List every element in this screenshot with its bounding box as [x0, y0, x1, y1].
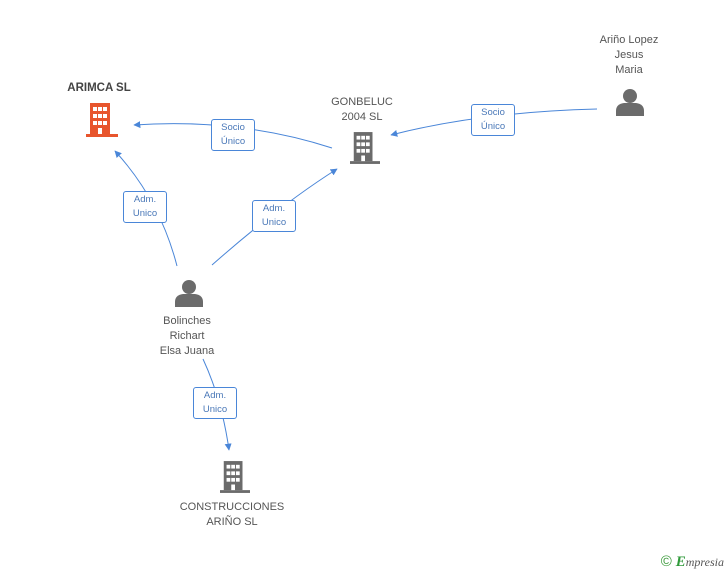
brand-name: mpresia	[685, 554, 724, 569]
edge-label-arino-gonbeluc[interactable]: Socio Único	[471, 104, 515, 136]
edge-label-gonbeluc-arimca[interactable]: Socio Único	[211, 119, 255, 151]
edge-label-bolinches-arimca[interactable]: Adm. Unico	[123, 191, 167, 223]
footer-brand: © Empresia	[661, 553, 724, 571]
building-icon-construcciones[interactable]	[220, 460, 250, 494]
brand-logo[interactable]: Empresia	[676, 554, 724, 571]
building-icon-arimca[interactable]	[86, 103, 118, 137]
person-icon-bolinches[interactable]	[175, 279, 203, 307]
node-label-gonbeluc: GONBELUC 2004 SL	[331, 96, 393, 123]
edge-label-bolinches-gonbeluc[interactable]: Adm. Unico	[252, 200, 296, 232]
node-label-bolinches: Bolinches Richart Elsa Juana	[159, 315, 215, 357]
edge-label-bolinches-construcciones[interactable]: Adm. Unico	[193, 387, 237, 419]
node-label-arino-lopez: Ariño Lopez Jesus Maria	[599, 34, 659, 76]
node-label-arimca: ARIMCA SL	[67, 82, 131, 94]
brand-initial: E	[675, 553, 686, 570]
person-icon-arino-lopez[interactable]	[616, 88, 644, 116]
node-label-construcciones: CONSTRUCCIONES ARIÑO SL	[179, 501, 285, 528]
copyright-icon: ©	[660, 553, 672, 570]
building-icon-gonbeluc[interactable]	[350, 131, 380, 165]
